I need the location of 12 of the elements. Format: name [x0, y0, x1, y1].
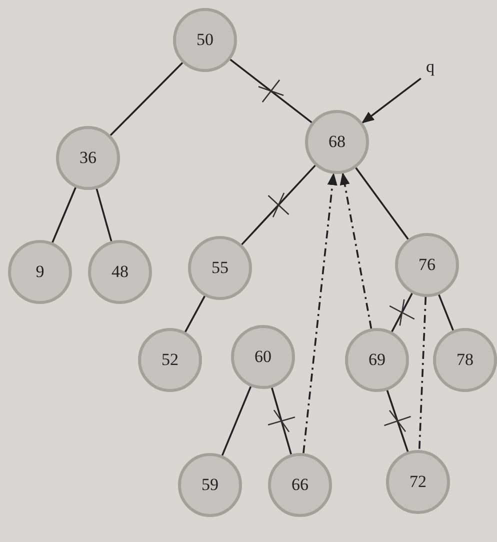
pointer-label: q — [426, 58, 434, 75]
arrow — [362, 78, 422, 124]
tree-edge — [241, 164, 316, 246]
tree-edge — [184, 296, 206, 332]
tree-edge — [386, 390, 409, 452]
tree-edge — [110, 62, 184, 136]
dashed-arrow — [340, 172, 372, 329]
tree-edge — [355, 167, 409, 240]
tree-edge — [230, 58, 312, 124]
tree-edge — [271, 387, 292, 455]
dashed-arrow — [302, 172, 338, 454]
tree-edge — [96, 188, 112, 242]
